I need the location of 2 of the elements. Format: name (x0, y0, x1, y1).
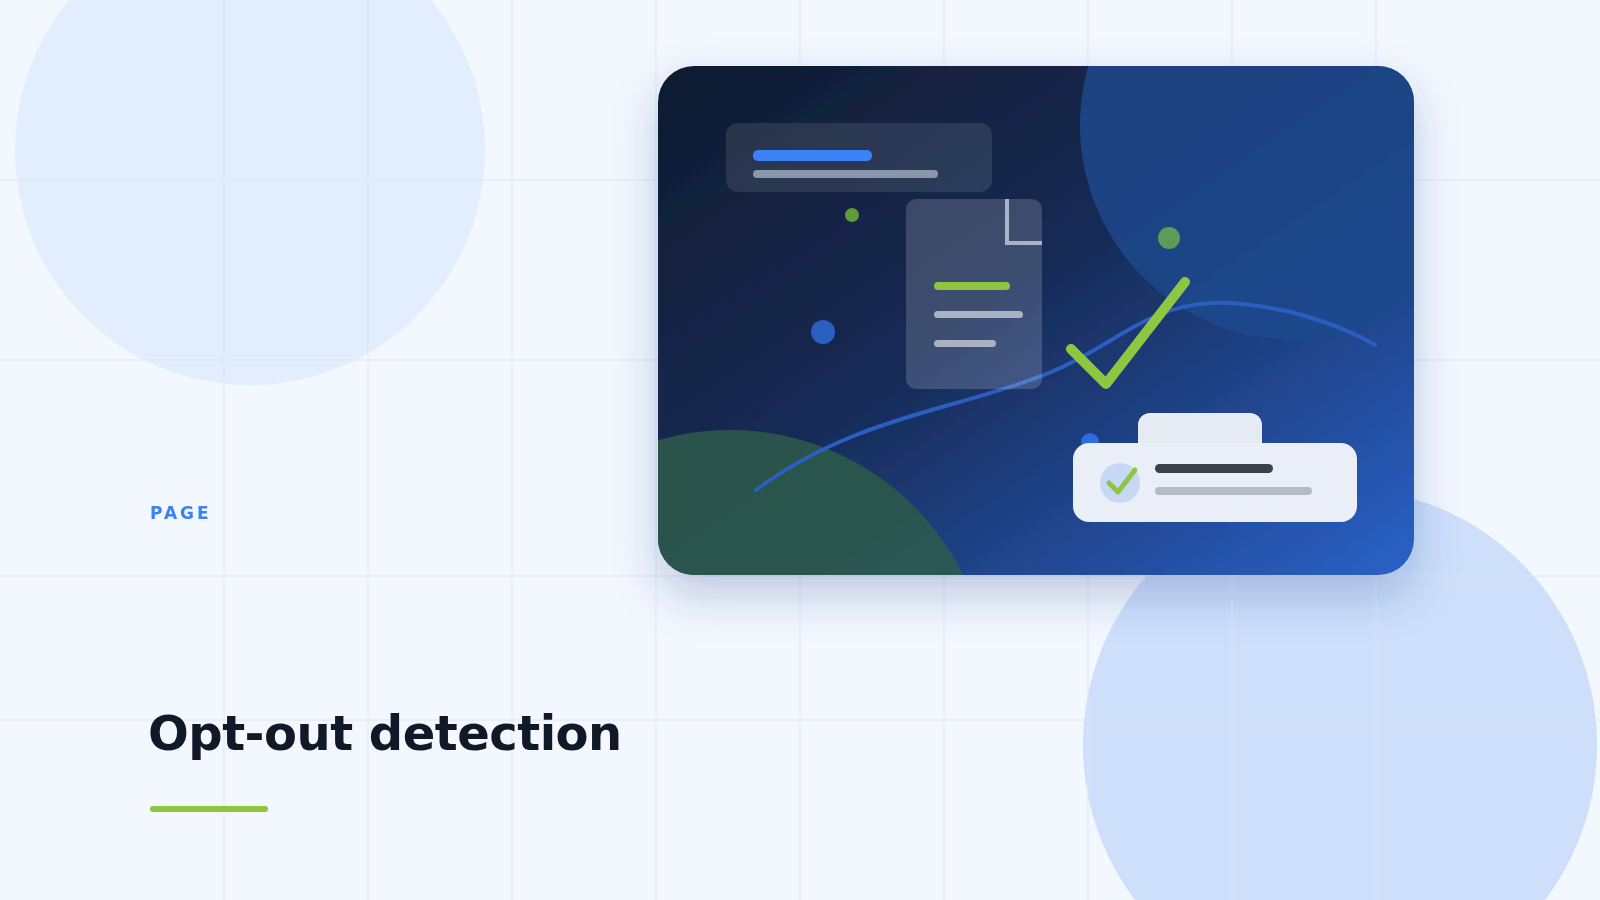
page-title: Opt-out detection (148, 705, 622, 761)
section-label: PAGE (150, 503, 212, 523)
